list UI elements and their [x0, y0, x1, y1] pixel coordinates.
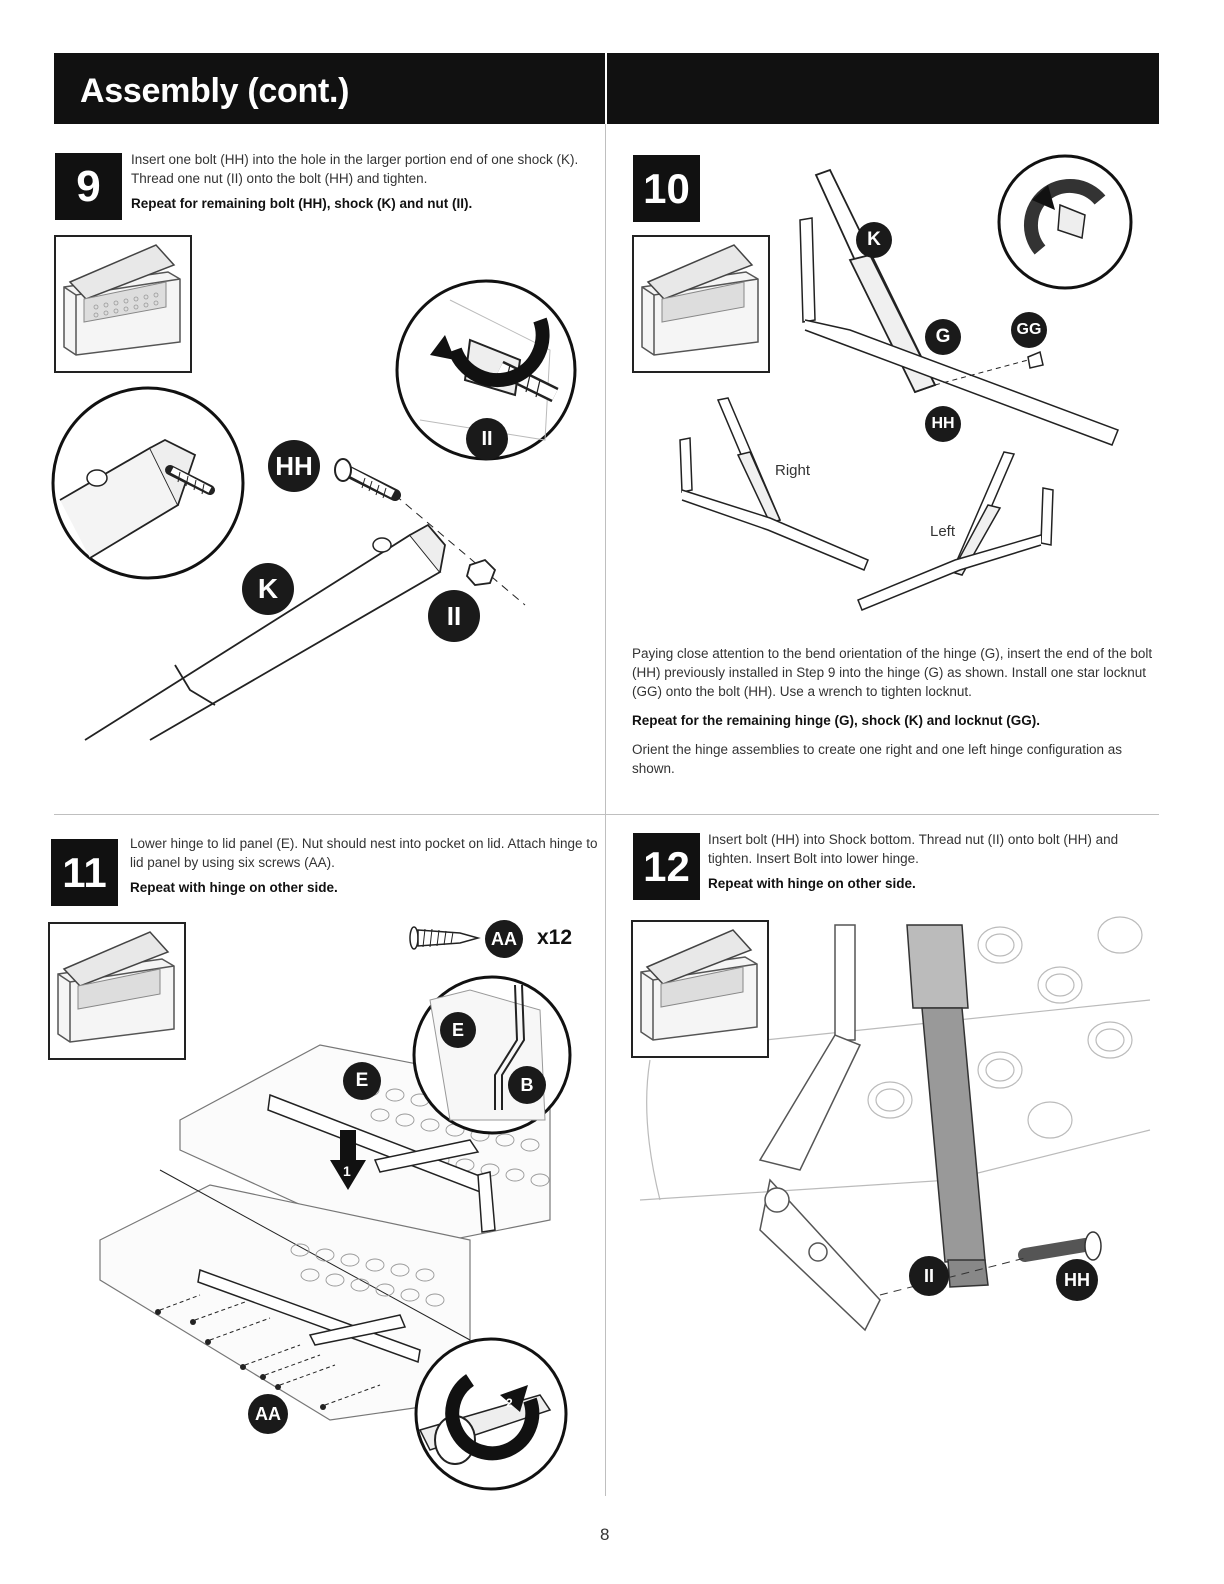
step-11-callout-aa: AA [485, 920, 523, 958]
step-12-instruction: Insert bolt (HH) into Shock bottom. Thre… [708, 832, 1119, 866]
step-10-label-left: Left [930, 523, 956, 540]
step-10-callout-g: G [925, 319, 961, 355]
step-10-illustration [679, 154, 1133, 611]
step-10-thumbnail [632, 235, 770, 373]
step-10-callout-hh: HH [925, 406, 961, 442]
step-11-arrow-2-label: 2 [506, 1396, 513, 1410]
header-divider [605, 53, 607, 124]
step-12-callout-hh: HH [1056, 1259, 1098, 1301]
step-9-repeat: Repeat for remaining bolt (HH), shock (K… [131, 196, 473, 211]
step-11-callout-e-detail: E [440, 1012, 476, 1048]
step-9-instruction: Insert one bolt (HH) into the hole in th… [131, 152, 579, 186]
storage-box-thumbnail-drawing [640, 929, 758, 1041]
step-10-instruction: Paying close attention to the bend orien… [632, 646, 1153, 699]
step-11-callout-b: B [508, 1066, 546, 1104]
step-11-callout-aa-bottom: AA [248, 1394, 288, 1434]
step-11-text: Lower hinge to lid panel (E). Nut should… [130, 834, 600, 903]
step-11-thumbnail [48, 922, 186, 1060]
step-9-number: 9 [55, 153, 122, 220]
step-11-number: 11 [51, 839, 118, 906]
step-12-number: 12 [633, 833, 700, 900]
step-10-callout-k: K [856, 222, 892, 258]
step-9-callout-k: K [242, 563, 294, 615]
step-9-thumbnail [54, 235, 192, 373]
step-11-arrow-1-label: 1 [343, 1163, 351, 1179]
page-number: 8 [600, 1525, 610, 1544]
storage-box-thumbnail-drawing [57, 931, 175, 1043]
step-11-repeat: Repeat with hinge on other side. [130, 880, 338, 895]
step-12-thumbnail [631, 920, 769, 1058]
step-10-callout-gg: GG [1011, 312, 1047, 348]
step-9-callout-ii: II [428, 590, 480, 642]
step-10-note: Orient the hinge assemblies to create on… [632, 742, 1123, 776]
step-9-illustration [51, 279, 577, 741]
step-10-number: 10 [633, 155, 700, 222]
step-11-callout-e-main: E [343, 1062, 381, 1100]
step-11-instruction: Lower hinge to lid panel (E). Nut should… [130, 836, 598, 870]
storage-box-thumbnail-drawing [63, 244, 181, 356]
step-9-callout-ii-detail: II [466, 418, 508, 460]
step-10-label-right: Right [775, 462, 811, 479]
storage-box-thumbnail-drawing [641, 244, 759, 356]
step-12-callout-ii: II [909, 1256, 949, 1296]
step-10-repeat: Repeat for the remaining hinge (G), shoc… [632, 713, 1041, 728]
page-title: Assembly (cont.) [80, 72, 350, 110]
step-12-text: Insert bolt (HH) into Shock bottom. Thre… [708, 830, 1158, 899]
row-divider [54, 814, 1159, 815]
step-11-quantity: x12 [537, 926, 573, 949]
column-divider [605, 124, 606, 1496]
step-9-callout-hh: HH [268, 440, 320, 492]
step-9-text: Insert one bolt (HH) into the hole in th… [131, 150, 596, 219]
step-12-repeat: Repeat with hinge on other side. [708, 876, 916, 891]
step-10-text: Paying close attention to the bend orien… [632, 644, 1162, 784]
